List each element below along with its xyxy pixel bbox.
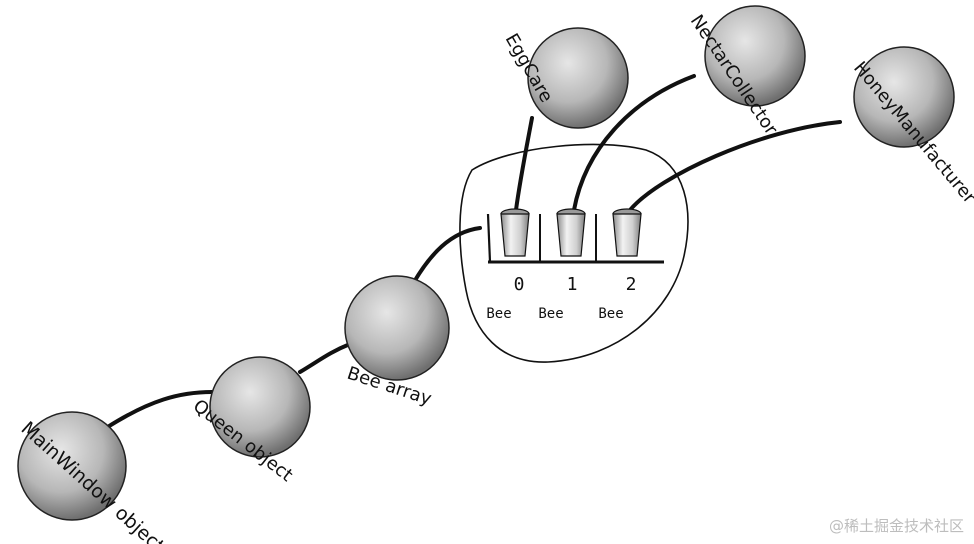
nectar-collector-node bbox=[704, 5, 806, 107]
mainwindow-node bbox=[17, 411, 127, 521]
array-type-2: Bee bbox=[598, 306, 623, 322]
watermark: @稀土掘金技术社区 bbox=[828, 517, 964, 535]
bee-array-rack: 0 1 2 Bee Bee Bee bbox=[486, 208, 664, 322]
egg-care-node bbox=[527, 27, 629, 129]
array-index-1: 1 bbox=[567, 274, 578, 295]
link-beearray-array bbox=[412, 226, 482, 284]
link-slot0-eggcare bbox=[514, 116, 534, 212]
array-index-2: 2 bbox=[626, 274, 637, 295]
bee-array-node bbox=[344, 275, 450, 381]
honey-manufacturer-node bbox=[853, 46, 955, 148]
queen-node bbox=[209, 356, 311, 458]
link-queen-beearray bbox=[298, 342, 352, 374]
reference-lines bbox=[104, 74, 842, 430]
array-type-0: Bee bbox=[486, 306, 511, 322]
link-mainwindow-queen bbox=[104, 390, 214, 430]
array-type-1: Bee bbox=[538, 306, 563, 322]
array-index-0: 0 bbox=[514, 274, 525, 295]
object-nodes bbox=[17, 5, 955, 521]
array-slot-1 bbox=[556, 208, 586, 257]
array-bubble bbox=[459, 143, 689, 363]
array-slot-0 bbox=[500, 208, 530, 257]
link-slot2-honey bbox=[628, 120, 842, 212]
link-slot1-nectar bbox=[572, 74, 696, 212]
array-slot-2 bbox=[612, 208, 642, 257]
